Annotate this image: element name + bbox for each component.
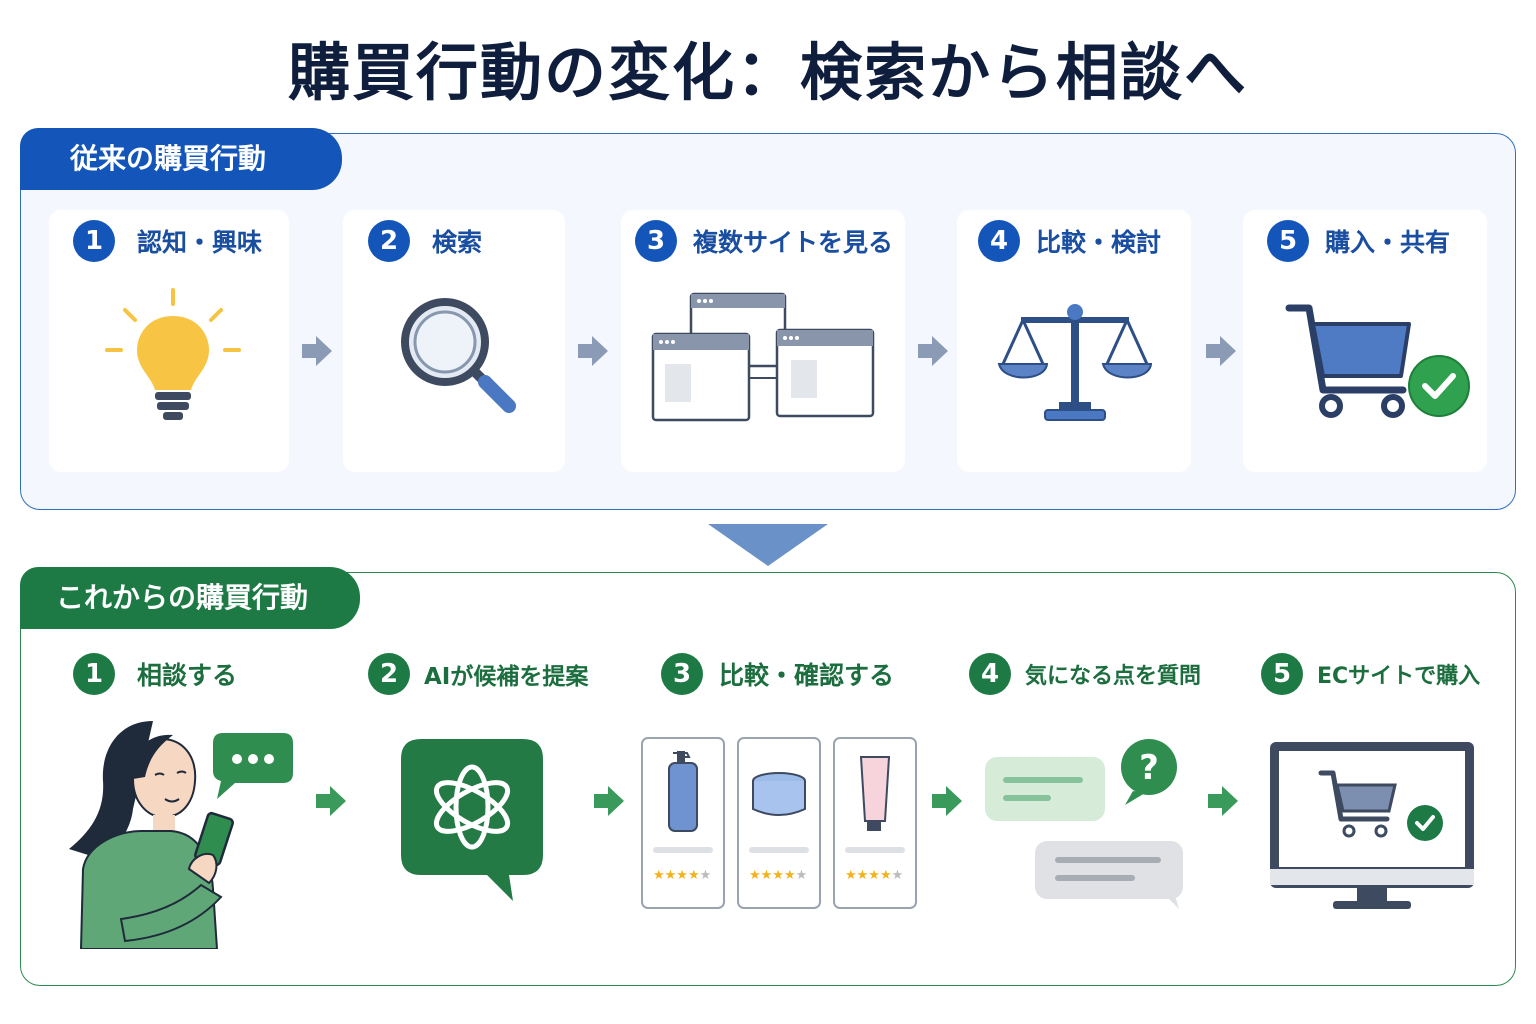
- arrow-right-icon: [302, 336, 332, 366]
- svg-text:★★★★★: ★★★★★: [845, 868, 903, 883]
- traditional-panel: 従来の購買行動 1 認知・興味 2 検索 3 複数サイトを見る 4 比較・検討 …: [20, 128, 1516, 510]
- step-number: 4: [978, 220, 1020, 262]
- lightbulb-icon: [105, 288, 241, 420]
- step-label: 比較・確認する: [719, 661, 895, 690]
- cart-check-icon: [1285, 304, 1470, 418]
- chat-question-icon: ?: [985, 739, 1183, 909]
- step-label: 購入・共有: [1325, 228, 1451, 257]
- step-label: 比較・検討: [1036, 228, 1162, 257]
- traditional-step-1: 1 認知・興味: [73, 220, 262, 262]
- woman-smartphone-icon: [69, 721, 234, 949]
- step-number: 4: [969, 653, 1011, 695]
- step-label: 相談する: [137, 661, 238, 690]
- svg-text:?: ?: [1139, 748, 1159, 788]
- arrow-right-icon: [594, 786, 624, 816]
- step-label: 検索: [432, 228, 483, 257]
- future-step-3: 3 比較・確認する: [661, 653, 894, 695]
- future-step-5: 5 ECサイトで購入: [1261, 653, 1480, 695]
- step-label: AIが候補を提案: [424, 664, 589, 690]
- transition-arrow-down-icon: [708, 524, 828, 566]
- step-label: ECサイトで購入: [1317, 664, 1481, 689]
- step-number: 3: [661, 653, 703, 695]
- page-title: 購買行動の変化：検索から相談へ: [287, 36, 1248, 109]
- arrow-right-icon: [578, 336, 608, 366]
- step-label: 複数サイトを見る: [693, 228, 894, 257]
- arrow-right-icon: [918, 336, 948, 366]
- product-cards-icon: ★★★★★ ★★★★★ ★★★★★: [641, 737, 917, 909]
- step-number: 2: [368, 220, 410, 262]
- speech-bubble-icon: [213, 733, 293, 799]
- step-number: 1: [73, 653, 115, 695]
- browser-windows-icon: [651, 292, 875, 422]
- ai-chat-icon: [401, 739, 543, 901]
- step-number: 3: [635, 220, 677, 262]
- step-label: 認知・興味: [137, 228, 263, 257]
- future-step-2: 2 AIが候補を提案: [368, 653, 588, 695]
- svg-text:★★★★★: ★★★★★: [749, 868, 807, 883]
- step-number: 2: [368, 653, 410, 695]
- magnifier-icon: [401, 298, 516, 413]
- traditional-heading: 従来の購買行動: [20, 128, 342, 190]
- step-number: 1: [73, 220, 115, 262]
- step-number: 5: [1267, 220, 1309, 262]
- future-step-1: 1 相談する: [73, 653, 237, 695]
- traditional-step-4: 4 比較・検討: [978, 220, 1161, 262]
- future-heading: これからの購買行動: [20, 567, 360, 629]
- arrow-right-icon: [1206, 336, 1236, 366]
- step-label: 気になる点を質問: [1025, 664, 1202, 689]
- traditional-step-5: 5 購入・共有: [1267, 220, 1450, 262]
- traditional-step-2: 2 検索: [368, 220, 482, 262]
- arrow-right-icon: [316, 786, 346, 816]
- arrow-right-icon: [1208, 786, 1238, 816]
- future-panel: これからの購買行動 1 相談する 2 AIが候補を提案 3 比較・確認する 4 …: [20, 567, 1516, 986]
- scale-icon: [997, 304, 1153, 421]
- monitor-cart-icon: [1270, 742, 1474, 909]
- traditional-step-3: 3 複数サイトを見る: [635, 220, 893, 262]
- step-number: 5: [1261, 653, 1303, 695]
- arrow-right-icon: [932, 786, 962, 816]
- svg-text:★★★★★: ★★★★★: [653, 868, 711, 883]
- future-step-4: 4 気になる点を質問: [969, 653, 1201, 695]
